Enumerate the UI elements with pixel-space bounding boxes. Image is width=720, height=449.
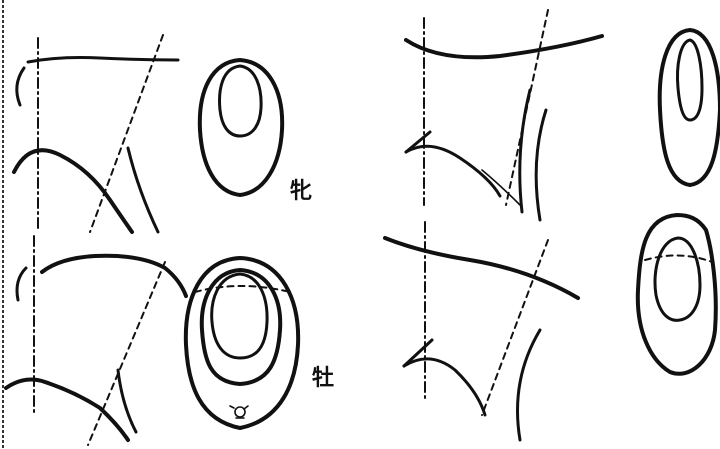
label-female: 牝 <box>290 178 312 204</box>
angle-mark <box>404 340 432 366</box>
left-bracket-curve <box>17 268 26 300</box>
inner-stroke-curve <box>118 370 136 432</box>
inner-stroke-curve-a <box>520 90 530 212</box>
cross-section-lower-right <box>638 215 716 374</box>
lower-outline-curve <box>14 150 132 232</box>
cross-section-upper: 牝 <box>200 60 312 204</box>
inner-stroke-curve-b <box>536 110 546 220</box>
lower-outline-curve <box>404 359 485 415</box>
panel-top-right <box>406 10 602 220</box>
outer-ring-outline <box>660 30 720 185</box>
inner-ring-outline <box>220 66 262 136</box>
cross-section-lower: 牡 <box>186 258 334 428</box>
diagonal-dashed-line <box>90 35 163 232</box>
outer-ring-outline <box>200 60 282 195</box>
inner-ring-outline <box>678 40 703 120</box>
panel-bottom-right <box>385 222 578 440</box>
top-outline-curve <box>385 238 578 298</box>
diagonal-dashed-line <box>88 262 165 445</box>
panel-top-left <box>14 35 178 232</box>
lower-outline-curve <box>6 380 128 440</box>
angle-mark <box>406 132 430 152</box>
left-bracket-curve <box>17 68 24 105</box>
panel-bottom-left <box>6 236 186 445</box>
dashed-cross-arc <box>645 255 712 262</box>
cross-section-upper-right <box>660 30 720 185</box>
fold-curve <box>482 170 520 205</box>
top-outline-curve <box>28 58 178 63</box>
inner-ring-outline <box>655 238 700 320</box>
label-male: 牡 <box>312 365 334 391</box>
small-marking <box>230 406 248 418</box>
inner-stroke-curve <box>128 148 158 232</box>
top-outline-curve <box>406 36 602 57</box>
lower-outline-curve <box>406 146 500 196</box>
inner-stroke-curve <box>518 330 541 440</box>
